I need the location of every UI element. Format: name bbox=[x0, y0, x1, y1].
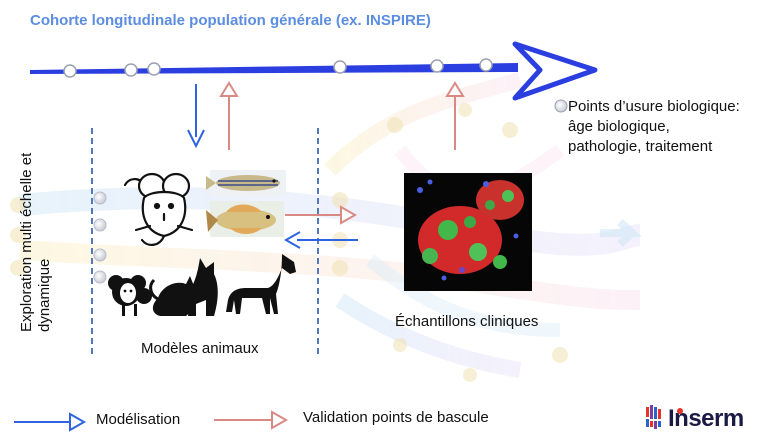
killifish-icon bbox=[206, 201, 284, 237]
sheep-icon bbox=[108, 275, 152, 316]
points-legend-line-2: âge biologique, bbox=[568, 118, 670, 135]
inserm-logo: Inserm bbox=[644, 403, 762, 435]
validation-arrow-right bbox=[285, 205, 358, 225]
points-legend-bullet bbox=[554, 99, 568, 113]
legend-modeling-arrow bbox=[14, 412, 87, 432]
clinical-samples-label: Échantillons cliniques bbox=[395, 313, 539, 330]
dog-icon bbox=[188, 258, 218, 316]
mouse-icon bbox=[123, 172, 194, 246]
modeling-arrow-left bbox=[283, 231, 358, 249]
animal-models-label: Modèles animaux bbox=[141, 340, 259, 357]
legend-modeling-label: Modélisation bbox=[96, 411, 181, 428]
vertical-label-line-1: Exploration multi échelle et bbox=[18, 152, 35, 332]
vertical-exploration-label: Exploration multi échelle et dynamique bbox=[18, 132, 54, 332]
vertical-label-line-2: dynamique bbox=[36, 258, 53, 332]
background-sun-icons bbox=[10, 103, 568, 382]
validation-arrow-up-clinical bbox=[445, 81, 465, 150]
background-swirl bbox=[18, 72, 643, 378]
cat-icon bbox=[149, 276, 195, 316]
points-legend-line-3: pathologie, traitement bbox=[568, 138, 713, 155]
tissue-image bbox=[404, 173, 532, 291]
points-legend-text: Points d’usure biologique: âge biologiqu… bbox=[568, 97, 740, 157]
modeling-arrow-down bbox=[187, 84, 205, 149]
zebrafish-icon bbox=[206, 170, 286, 196]
page-title: Cohorte longitudinale population général… bbox=[30, 12, 431, 29]
points-legend-line-1: Points d’usure biologique: bbox=[568, 98, 740, 115]
horse-icon bbox=[226, 254, 296, 314]
validation-arrow-up-animals bbox=[219, 81, 239, 150]
inserm-logo-text: Inserm bbox=[668, 405, 744, 432]
legend-validation-arrow bbox=[214, 410, 289, 430]
cohort-timepoint-nodes bbox=[63, 58, 493, 78]
legend-validation-label: Validation points de bascule bbox=[303, 409, 489, 426]
inserm-logo-mark bbox=[646, 405, 661, 429]
left-nodes bbox=[93, 191, 107, 284]
